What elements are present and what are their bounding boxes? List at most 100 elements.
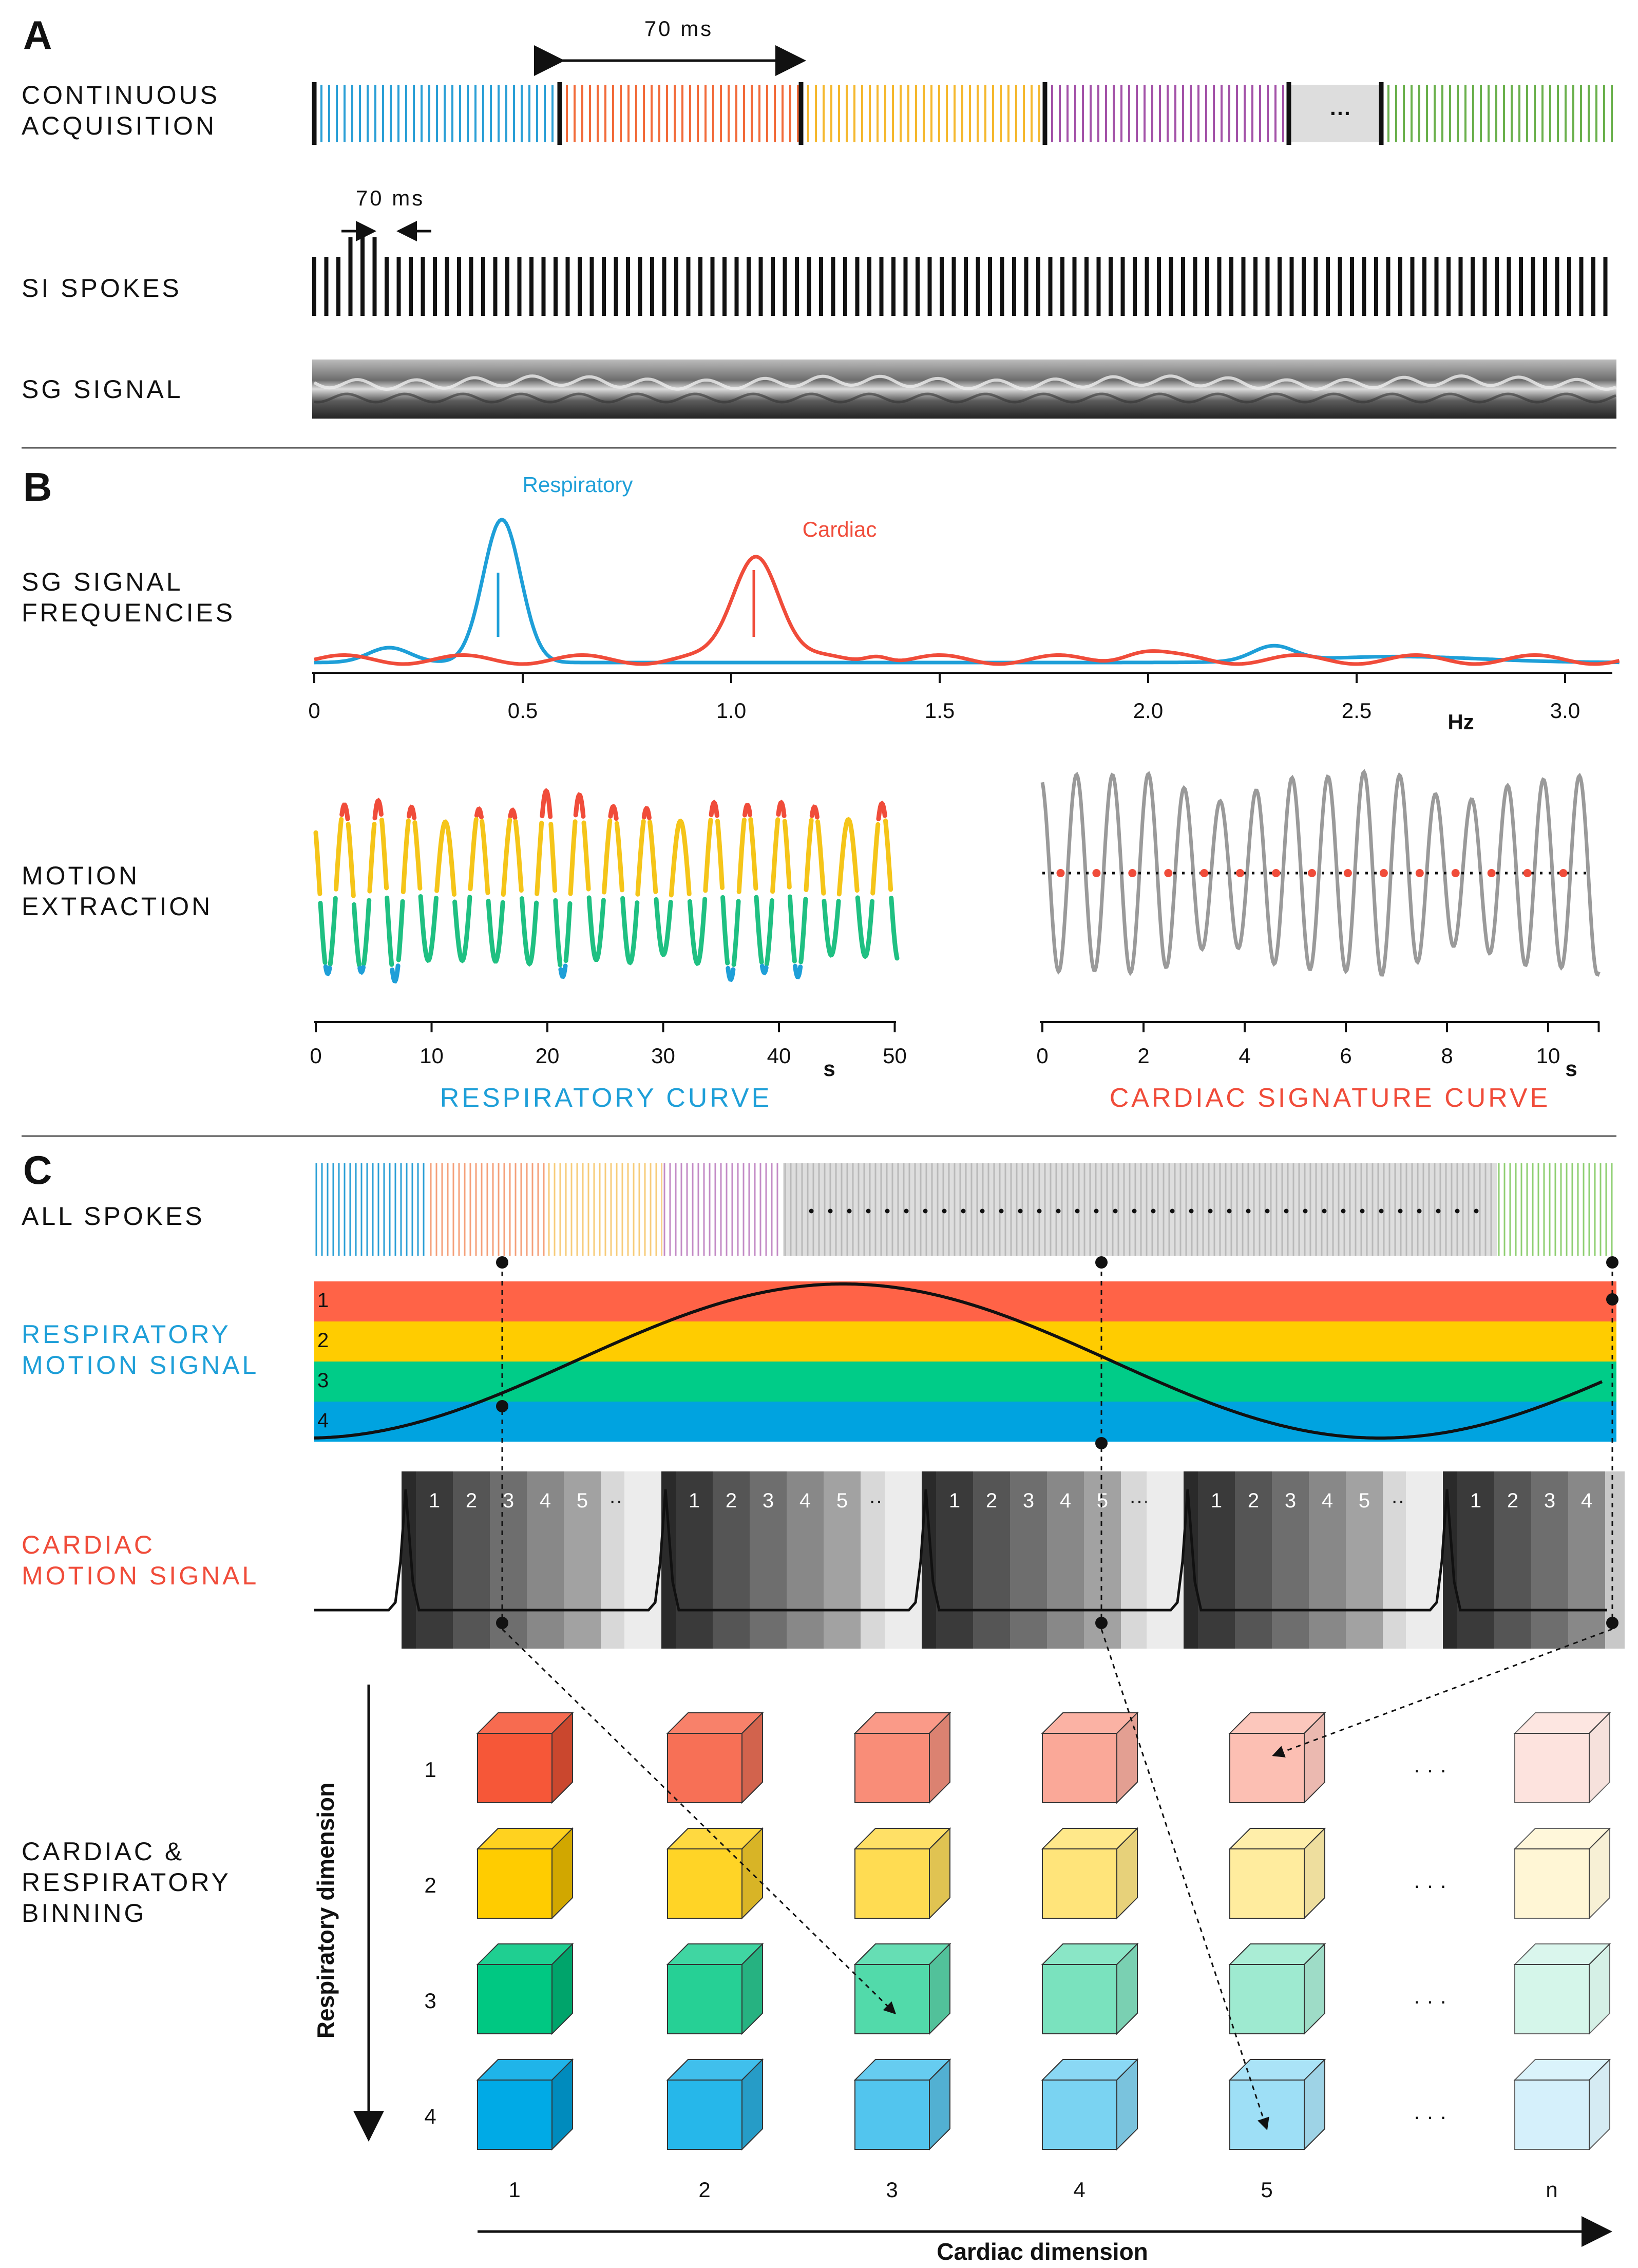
cardiac-curve-title: CARDIAC SIGNATURE CURVE	[1110, 1083, 1551, 1113]
phase-number: 2	[466, 1489, 477, 1512]
spoke-ellipsis-dot	[1455, 1208, 1460, 1214]
respiratory-spectrum	[314, 517, 1620, 665]
phase-ellipsis: ···	[1129, 1489, 1150, 1512]
resp-motion-label-1: RESPIRATORY	[22, 1320, 231, 1349]
phase-block	[936, 1471, 973, 1649]
si-spokes-label: SI SPOKES	[22, 274, 182, 303]
card-unit: s	[1565, 1056, 1577, 1081]
sg-frequencies-label-1: SG SIGNAL	[22, 568, 183, 596]
link-dot	[1095, 1256, 1108, 1269]
phase-edge	[661, 1471, 676, 1649]
col-label: 4	[1073, 2178, 1085, 2202]
row-label: 1	[424, 1757, 436, 1782]
phase-edge	[402, 1471, 416, 1649]
all-spokes-strip	[314, 1163, 1616, 1256]
freq-tick-label: 1.5	[925, 698, 955, 723]
phase-number: 3	[1544, 1489, 1555, 1512]
spoke-ellipsis-dot	[980, 1208, 985, 1214]
phase-number: 2	[1507, 1489, 1518, 1512]
resp-tick-label: 10	[420, 1044, 444, 1068]
sg-signal-wave	[313, 374, 1617, 391]
spoke-ellipsis-dot	[885, 1208, 890, 1214]
respiratory-peak-label: Respiratory	[523, 472, 633, 497]
cube-front	[854, 1733, 930, 1803]
phase-edge	[1184, 1471, 1198, 1649]
cardiac-trigger-dot	[1200, 869, 1209, 877]
cube-front	[1042, 2080, 1117, 2150]
phase-number: 3	[1285, 1489, 1296, 1512]
link-dot	[1606, 1256, 1618, 1269]
spoke-ellipsis-dot	[1436, 1208, 1441, 1214]
phase-number: 3	[763, 1489, 774, 1512]
link-dot	[1095, 1437, 1108, 1449]
cube-front	[1229, 1733, 1305, 1803]
spoke-ellipsis-dot	[961, 1208, 966, 1214]
phase-number: 4	[1060, 1489, 1071, 1512]
spoke-ellipsis-dot	[1417, 1208, 1422, 1214]
cube-front	[854, 1964, 930, 2034]
freq-tick-label: 0.5	[508, 698, 538, 723]
phase-block	[453, 1471, 490, 1649]
cube-front	[1229, 2080, 1305, 2150]
phase-block	[787, 1471, 824, 1649]
respiratory-curve-segment	[313, 817, 893, 898]
resp-tick-label: 40	[767, 1044, 791, 1068]
card-tick-label: 2	[1137, 1044, 1149, 1068]
row-ellipsis: · · ·	[1413, 1757, 1446, 1782]
spoke-ellipsis-dot	[923, 1208, 928, 1214]
cube-front	[854, 2080, 930, 2150]
card-motion-label-1: CARDIAC	[22, 1530, 155, 1559]
resp-tick-label: 20	[536, 1044, 560, 1068]
cube-front	[1514, 1733, 1590, 1803]
spoke-ellipsis-dot	[1018, 1208, 1023, 1214]
binning-label-3: BINNING	[22, 1899, 146, 1927]
phase-block	[676, 1471, 713, 1649]
respiratory-curve-segment	[318, 894, 900, 968]
respiratory-curve	[313, 788, 900, 984]
ecg-signal	[314, 1489, 1607, 1612]
cube-front	[1229, 1848, 1305, 1919]
spoke-ellipsis-dot	[847, 1208, 852, 1214]
acquisition-strip	[312, 82, 1613, 145]
cardiac-trigger-dot	[1523, 869, 1532, 877]
cube-front	[667, 1848, 742, 1919]
resp-band-number: 2	[317, 1329, 329, 1352]
spoke-ellipsis-dot	[1341, 1208, 1346, 1214]
phase-number: 1	[1211, 1489, 1222, 1512]
sg-signal-wave-dark	[314, 392, 1616, 404]
phase-number: 1	[689, 1489, 700, 1512]
panel-a-letter: A	[23, 12, 52, 58]
cardiac-spectrum	[314, 555, 1620, 666]
spoke-segment-bg	[662, 1163, 783, 1256]
phase-number: 2	[1248, 1489, 1259, 1512]
row-ellipsis: · · ·	[1413, 2104, 1446, 2128]
cardiac-trigger-points	[1056, 869, 1568, 877]
freq-tick-label: 3.0	[1550, 698, 1580, 723]
spoke-ellipsis-dot	[1132, 1208, 1137, 1214]
resp-tick-label: 50	[883, 1044, 907, 1068]
link-dot	[496, 1617, 508, 1629]
phase-number: 5	[836, 1489, 848, 1512]
spoke-ellipsis-dot	[1094, 1208, 1099, 1214]
card-tick-label: 6	[1340, 1044, 1351, 1068]
cube-front	[477, 1848, 553, 1919]
cardiac-trigger-dot	[1056, 869, 1065, 877]
spoke-ellipsis-dot	[1113, 1208, 1118, 1214]
phase-block	[490, 1471, 527, 1649]
spoke-ellipsis-dot	[1398, 1208, 1403, 1214]
spoke-ellipsis-dot	[1189, 1208, 1194, 1214]
cardiac-trigger-dot	[1487, 869, 1496, 877]
phase-number: 4	[799, 1489, 811, 1512]
cube-front	[667, 1733, 742, 1803]
pre-block	[885, 1471, 922, 1649]
cube-front	[1514, 1964, 1590, 2034]
row-label: 4	[424, 2104, 436, 2128]
phase-block	[973, 1471, 1010, 1649]
card-tick-label: 0	[1036, 1044, 1048, 1068]
spoke-ellipsis-dot	[1246, 1208, 1251, 1214]
spoke-ellipsis-dot	[809, 1208, 814, 1214]
respiratory-curve-title: RESPIRATORY CURVE	[440, 1083, 772, 1113]
cube-front	[1229, 1964, 1305, 2034]
